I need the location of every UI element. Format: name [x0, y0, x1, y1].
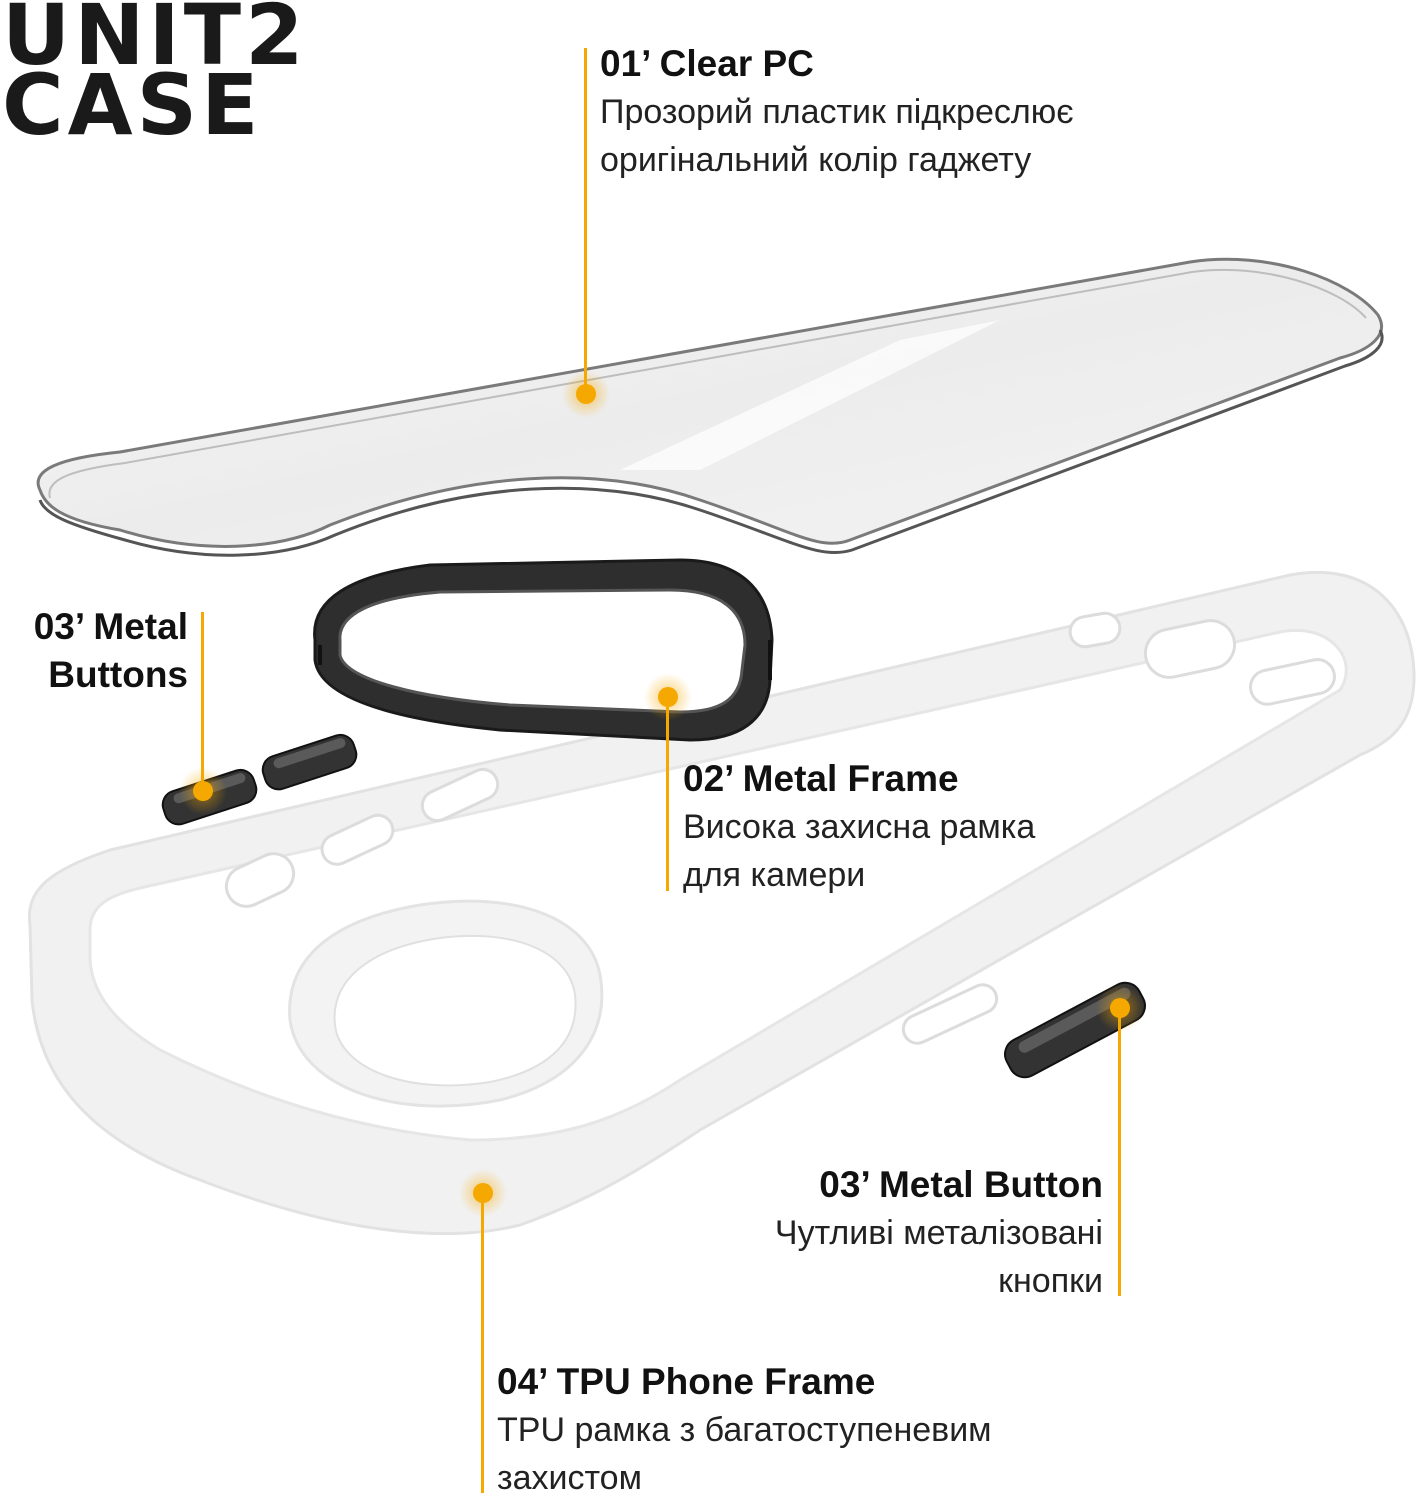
leader-line-metal-button [1118, 1008, 1121, 1296]
callout-clear-pc-desc-line2: оригінальний колір гаджету [600, 141, 1032, 179]
callout-clear-pc: 01’ Clear PC Прозорий пластик підкреслює… [600, 40, 1074, 184]
callout-metal-frame: 02’ Metal Frame Висока захисна рамка для… [683, 755, 1035, 899]
callout-metal-button-title: 03’ Metal Button [819, 1164, 1103, 1205]
callout-metal-frame-title: 02’ Metal Frame [683, 758, 959, 799]
brand-logo-line2: CASE [2, 56, 263, 154]
callout-tpu-frame-desc-line1: TPU рамка з багатоступеневим [497, 1411, 992, 1449]
marker-clear-pc [562, 370, 610, 418]
callout-clear-pc-desc-line1: Прозорий пластик підкреслює [600, 93, 1074, 131]
callout-metal-buttons-title-line1: 03’ Metal [33, 606, 188, 647]
callout-tpu-frame: 04’ TPU Phone Frame TPU рамка з багатост… [497, 1358, 992, 1502]
callout-metal-buttons: 03’ Metal Buttons [0, 603, 188, 699]
metal-camera-frame [313, 558, 774, 742]
callout-clear-pc-title: 01’ Clear PC [600, 43, 814, 84]
callout-tpu-frame-desc-line2: захистом [497, 1459, 642, 1497]
leader-line-metal-buttons [201, 612, 204, 792]
callout-tpu-frame-title: 04’ TPU Phone Frame [497, 1361, 876, 1402]
brand-logo: UNIT2 CASE [2, 0, 352, 154]
brand-logo-line1: UNIT2 [2, 0, 308, 84]
callout-metal-frame-desc-line2: для камери [683, 856, 866, 894]
callout-metal-button-desc-line2: кнопки [998, 1262, 1103, 1300]
callout-metal-frame-desc-line1: Висока захисна рамка [683, 808, 1036, 846]
leader-line-tpu-frame [481, 1193, 484, 1493]
leader-line-clear-pc [584, 48, 587, 393]
callout-metal-button-desc-line1: Чутливі металізовані [774, 1214, 1103, 1252]
leader-line-metal-frame [666, 698, 669, 891]
clear-pc-panel [36, 257, 1384, 557]
callout-metal-button: 03’ Metal Button Чутливі металізовані кн… [600, 1161, 1103, 1305]
callout-metal-buttons-title-line2: Buttons [48, 654, 188, 695]
marker-metal-frame [644, 673, 692, 721]
tpu-phone-frame [27, 570, 1416, 1236]
